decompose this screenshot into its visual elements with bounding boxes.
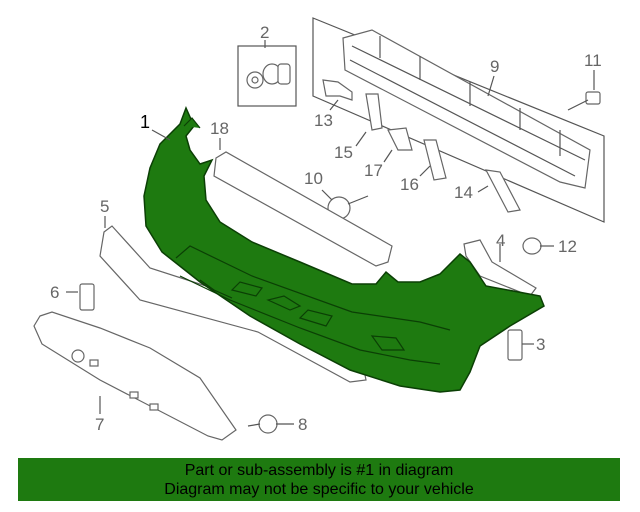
callout-9: 9 — [490, 57, 499, 76]
clip-part-12[interactable] — [522, 237, 554, 255]
reinforcement-beam-part-9[interactable] — [342, 29, 591, 189]
callout-4: 4 — [496, 231, 505, 250]
callout-12: 12 — [558, 237, 577, 256]
callout-10: 10 — [304, 169, 323, 188]
bolt-part-6[interactable] — [66, 283, 95, 311]
callout-15: 15 — [334, 143, 353, 162]
callout-14: 14 — [454, 183, 473, 202]
clip-part-2[interactable] — [246, 63, 291, 89]
callout-3: 3 — [536, 335, 545, 354]
bracket-part-15[interactable] — [365, 93, 383, 131]
energy-absorber-part-18[interactable] — [213, 151, 393, 267]
bracket-part-16[interactable] — [423, 139, 447, 181]
parts-diagram: 1 2 3 4 5 6 7 8 9 10 11 12 13 14 15 16 1… — [33, 17, 605, 441]
callout-8: 8 — [298, 415, 307, 434]
lower-valance-part-7[interactable] — [33, 311, 237, 441]
callout-7: 7 — [95, 415, 104, 434]
screw-part-8[interactable] — [247, 414, 294, 434]
reinforcement-group-frame — [312, 17, 605, 223]
bumper-cover-part-1[interactable] — [143, 106, 545, 393]
bolt-part-3[interactable] — [507, 329, 534, 361]
callout-6: 6 — [50, 283, 59, 302]
callout-1: 1 — [140, 112, 150, 132]
bracket-part-14[interactable] — [484, 169, 521, 213]
bolt-part-11[interactable] — [567, 70, 601, 111]
callout-16: 16 — [400, 175, 419, 194]
clip-box-part-2 — [237, 45, 297, 107]
bracket-part-13[interactable] — [322, 79, 353, 101]
caption-line-2: Diagram may not be specific to your vehi… — [164, 481, 474, 498]
callout-17: 17 — [364, 161, 383, 180]
callout-11: 11 — [584, 51, 602, 70]
callout-5: 5 — [100, 197, 109, 216]
callout-13: 13 — [314, 111, 333, 130]
bracket-part-17[interactable] — [387, 127, 413, 151]
callout-2: 2 — [260, 23, 269, 42]
side-bracket-part-4[interactable] — [463, 239, 537, 297]
caption-banner: Part or sub-assembly is #1 in diagram Di… — [18, 458, 620, 501]
callout-18: 18 — [210, 119, 229, 138]
caption-line-1: Part or sub-assembly is #1 in diagram — [184, 462, 454, 479]
